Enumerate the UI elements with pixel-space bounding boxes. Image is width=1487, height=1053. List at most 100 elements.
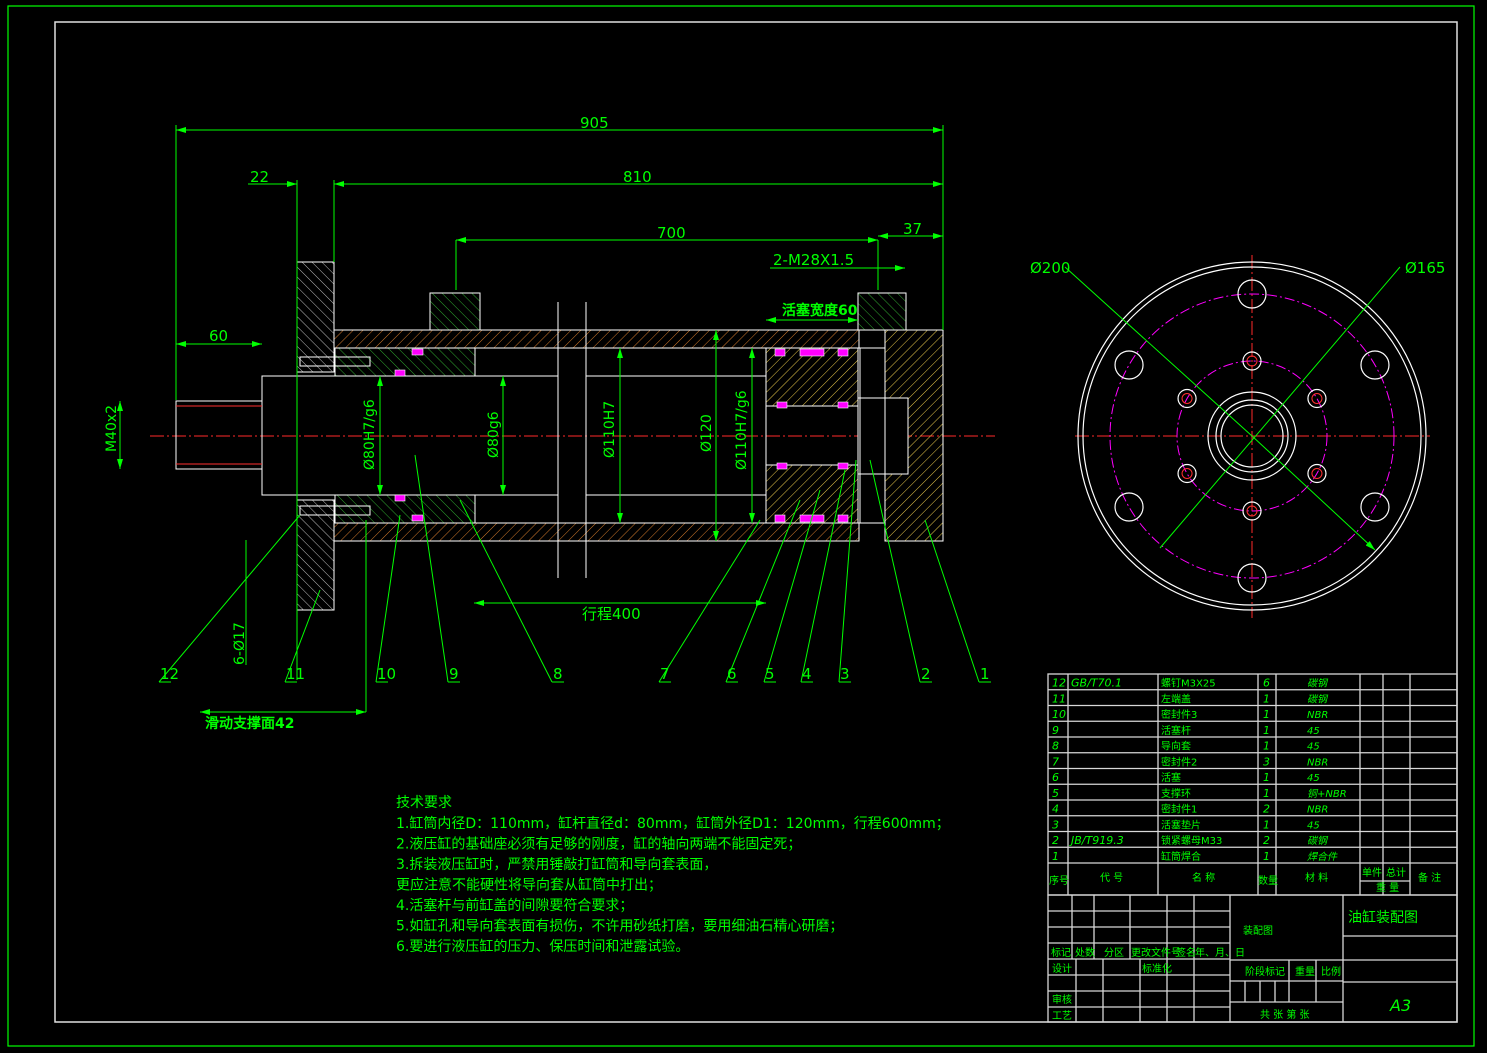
header-unit: 单件 [1362,867,1382,879]
part-code: GB/T70.1 [1071,677,1122,690]
title-block: 标记处数分区更改文件号签名年、月、日设计标准化审核工艺阶段标记重量比例共 张 第… [1047,894,1458,1023]
part-material: NBR [1307,710,1328,721]
part-material: NBR [1307,805,1328,816]
part-no: 4 [1052,803,1059,816]
requirement-line: 5.如缸孔和导向套表面有损伤，不许用砂纸打磨，要用细油石精心研磨； [396,918,843,935]
section-view [150,261,995,611]
dim-bolt-circle: Ø165 [1405,259,1445,277]
screw-hole-thread [1181,468,1193,479]
part-qty: 1 [1263,818,1270,831]
part-material: 45 [1307,726,1320,737]
part-no: 11 [1052,692,1066,705]
dim-905: 905 [580,114,609,132]
screw-hole [1177,463,1197,484]
dim-rod-thread: M40x2 [104,405,120,452]
header-qty: 数量 [1258,874,1278,887]
title-drawing-type: 装配图 [1243,924,1273,937]
part-no: 1 [1052,850,1059,863]
balloon-5: 5 [765,665,775,683]
screw-hole [1307,463,1327,484]
dim-rod-diameter: Ø80g6 [486,411,502,458]
requirement-line: 4.活塞杆与前缸盖的间隙要符合要求； [396,897,633,914]
part-material: 焊合件 [1307,851,1338,863]
technical-requirements: 技术要求 1.缸筒内径D：110mm，缸杆直径d：80mm，缸筒外径D1：120… [396,795,950,955]
balloon-2: 2 [921,665,931,683]
part-code: JB/T919.3 [1069,834,1124,847]
dim-piston-width: 活塞宽度60 [782,302,858,319]
balloon-7: 7 [660,665,670,683]
part-qty: 2 [1263,803,1270,816]
header-remark: 备 注 [1418,871,1441,884]
part-qty: 1 [1263,740,1270,753]
screw-hole-thread [1311,393,1323,404]
dim-bore: Ø110H7 [602,401,618,458]
leader-line [763,489,821,683]
dim-port-thread: 2-M28X1.5 [773,251,854,269]
part-material: 碳钢 [1307,678,1329,690]
dim-stroke: 行程400 [582,605,641,623]
screw-hole [1242,351,1262,371]
part-qty: 3 [1263,755,1270,768]
leader-line [725,499,801,683]
part-qty: 1 [1263,850,1270,863]
dimension-lines [117,125,944,715]
header-material: 材 料 [1305,871,1328,884]
balloon-9: 9 [449,665,459,683]
part-no: 12 [1052,677,1066,690]
screw-hole [1242,501,1262,521]
dim-700: 700 [657,224,686,242]
leader-line [924,519,980,683]
table-row: 4 密封件1 2 NBR [1052,803,1328,816]
part-material: NBR [1307,757,1328,768]
part-qty: 1 [1263,692,1270,705]
drawing-name: 油缸装配图 [1348,909,1418,926]
screw-hole-thread [1181,393,1193,404]
screw-hole-thread [1246,505,1258,517]
title-change-doc: 更改文件号 [1131,946,1181,959]
header-no: 序号 [1049,874,1069,887]
title-standard: 标准化 [1142,962,1172,975]
balloon-3: 3 [840,665,850,683]
part-material: 45 [1307,820,1320,831]
part-name: 密封件3 [1161,708,1197,721]
balloon-1: 1 [980,665,990,683]
title-sign: 签名 [1176,946,1196,959]
dimension-texts: 905 810 22 700 37 2-M28X1.5 活塞宽度60 60 M4… [104,114,1445,732]
title-scale: 比例 [1321,965,1341,978]
part-qty: 1 [1263,771,1270,784]
leader-line [838,459,857,683]
screw-hole-thread [1246,355,1258,367]
part-name: 导向套 [1161,740,1191,753]
part-name: 活塞 [1161,771,1181,784]
balloon-10: 10 [377,665,396,683]
requirement-line: 2.液压缸的基础座必须有足够的刚度，缸的轴向两端不能固定死； [396,836,801,853]
part-material: 45 [1307,742,1320,753]
flange-hole [1114,492,1144,522]
screw-hole [1307,388,1327,409]
part-name: 密封件1 [1161,803,1197,816]
dim-sliding-support: 滑动支撑面42 [205,715,294,732]
title-zone: 分区 [1104,947,1124,959]
title-count: 处数 [1075,946,1095,959]
part-no: 10 [1052,708,1066,721]
balloon-12: 12 [160,665,179,683]
part-qty: 6 [1263,677,1270,690]
flange-hole [1237,563,1267,593]
part-no: 6 [1052,771,1059,784]
balloon-8: 8 [553,665,563,683]
leader-line [375,514,401,683]
part-name: 活塞杆 [1161,724,1191,737]
screw-hole-thread [1311,468,1323,479]
header-total: 总计 [1386,866,1406,879]
leader-line [869,459,921,683]
